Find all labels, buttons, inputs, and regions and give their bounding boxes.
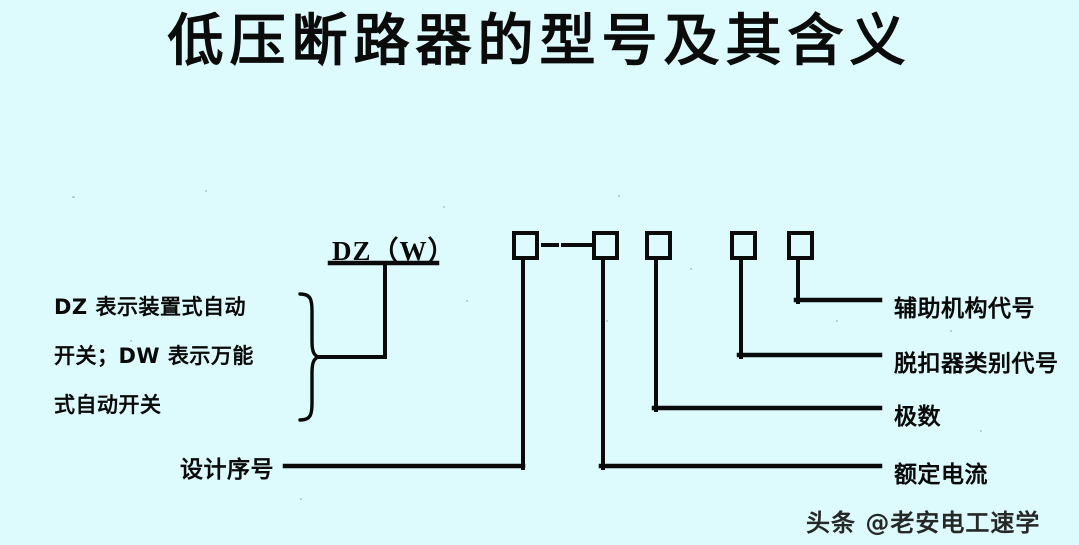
scan-speckle (836, 320, 838, 322)
label-trip-unit-category-code: 脱扣器类别代号 (894, 351, 1059, 377)
scan-speckle (606, 320, 608, 322)
scan-speckle (443, 206, 445, 208)
page-title: 低压断路器的型号及其含义 (167, 9, 912, 74)
label-design-number: 设计序号 (180, 457, 274, 483)
scan-speckle (950, 330, 952, 332)
scan-speckle (72, 196, 75, 198)
scan-speckle (466, 300, 468, 302)
scan-speckle (300, 498, 302, 500)
label-rated-current: 额定电流 (894, 462, 988, 488)
left-explanation-block: DZ 表示装置式自动 开关；DW 表示万能 式自动开关 (54, 283, 324, 430)
watermark: 头条 @老安电工速学 (806, 509, 1041, 537)
model-code-text: DZ（W） (332, 236, 456, 266)
scan-speckle (980, 430, 982, 432)
left-explanation-line-1: DZ 表示装置式自动 (54, 295, 246, 319)
left-explanation-line-3: 式自动开关 (54, 393, 162, 417)
label-pole-count: 极数 (894, 404, 941, 430)
label-auxiliary-mechanism-code: 辅助机构代号 (894, 296, 1035, 322)
scan-speckle (618, 195, 620, 197)
scan-speckle (690, 268, 692, 270)
scan-speckle (130, 340, 132, 342)
left-explanation-line-2: 开关；DW 表示万能 (54, 344, 254, 368)
scan-speckle (205, 190, 207, 192)
